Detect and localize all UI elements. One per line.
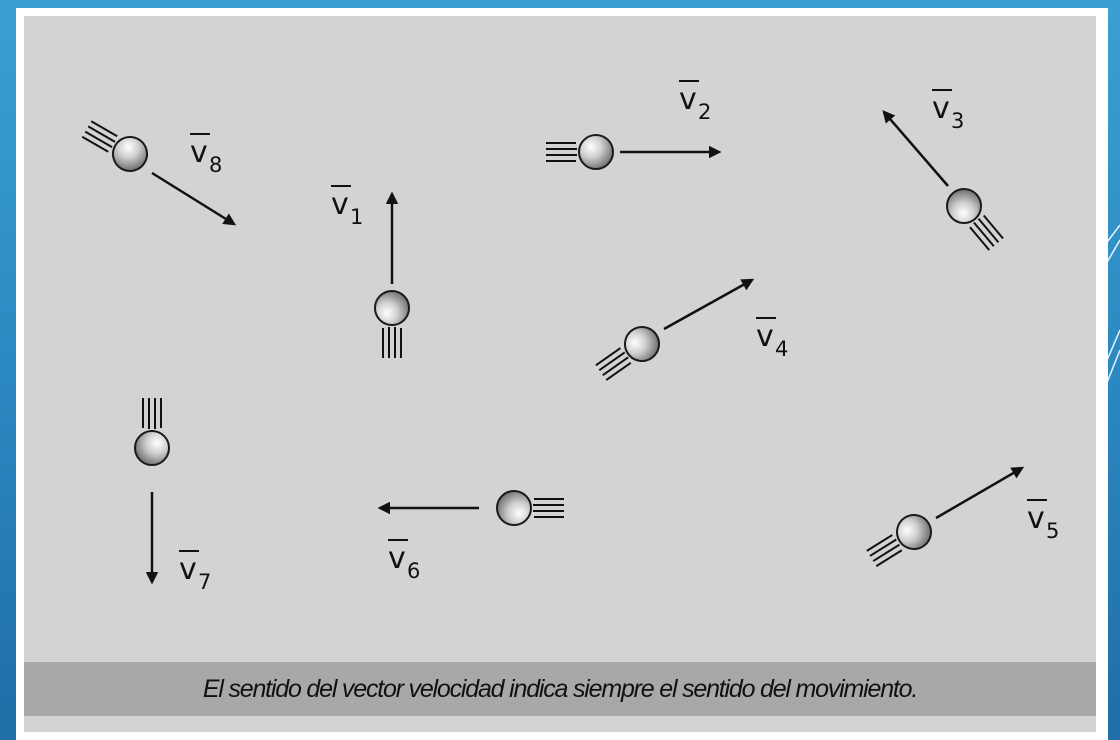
arrow-v5 [935, 466, 1025, 520]
ball-v5 [865, 507, 939, 568]
label-v6-subscript: 6 [407, 559, 420, 583]
ball-v8 [81, 120, 155, 179]
label-v1-subscript: 1 [350, 205, 363, 229]
label-v4-subscript: 4 [775, 337, 788, 361]
label-v6-letter: v [388, 541, 406, 576]
label-v1-letter: v [331, 187, 349, 222]
velocity-vectors-diagram: v 8 v 1 v 2 [81, 80, 1059, 594]
label-v1: v 1 [331, 185, 363, 229]
figure-panel: v 8 v 1 v 2 [24, 16, 1096, 732]
label-v8: v 8 [190, 133, 222, 177]
ball-v6 [496, 490, 565, 526]
label-v5-subscript: 5 [1046, 519, 1059, 543]
label-v7: v 7 [179, 550, 211, 594]
arrow-v3 [882, 110, 949, 187]
ball-v3 [939, 181, 1005, 252]
label-v5: v 5 [1027, 499, 1059, 543]
label-v7-letter: v [179, 552, 197, 587]
ball-v7 [134, 397, 170, 466]
ball-v4 [594, 319, 667, 382]
label-v3-letter: v [932, 91, 950, 126]
label-v8-subscript: 8 [209, 153, 222, 177]
label-v4-letter: v [756, 319, 774, 354]
label-v2-subscript: 2 [698, 100, 711, 124]
label-v4: v 4 [756, 317, 788, 361]
arrow-v4 [663, 278, 755, 331]
label-v2: v 2 [679, 80, 711, 124]
label-v5-letter: v [1027, 501, 1045, 536]
label-v2-letter: v [679, 82, 697, 117]
label-v3: v 3 [932, 89, 964, 133]
label-v8-letter: v [190, 135, 208, 170]
arrow-v8 [151, 171, 237, 226]
label-v7-subscript: 7 [198, 570, 211, 594]
caption-text: El sentido del vector velocidad indica s… [202, 674, 918, 703]
label-v3-subscript: 3 [951, 109, 964, 133]
ball-v2 [545, 134, 614, 170]
ball-v1 [374, 290, 410, 359]
figure-frame: v 8 v 1 v 2 [16, 8, 1108, 740]
label-v6: v 6 [388, 539, 420, 583]
caption-bar: El sentido del vector velocidad indica s… [24, 662, 1096, 716]
